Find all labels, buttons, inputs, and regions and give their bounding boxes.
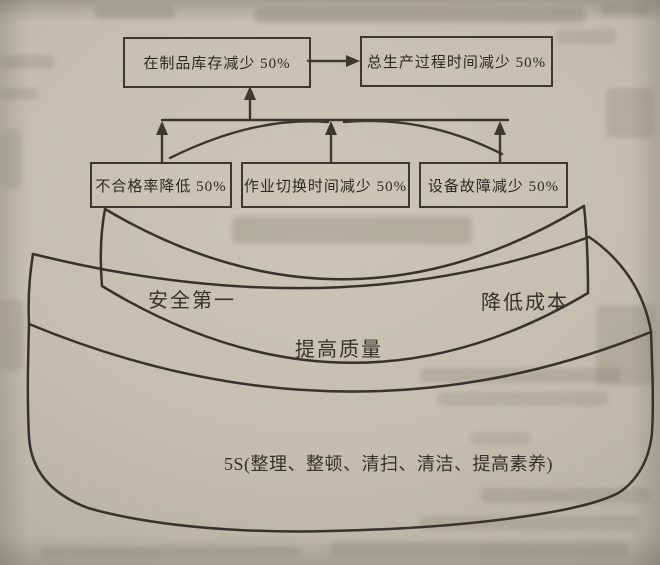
tier2-top-rim — [31, 235, 591, 290]
arrowhead-right-icon — [346, 55, 360, 67]
tier1-label-cost: 降低成本 — [481, 292, 569, 314]
tier2-label-quality: 提高质量 — [295, 339, 383, 361]
tier2-left-wall — [27, 252, 35, 326]
arrowhead-up-icon — [156, 121, 168, 135]
tier1-left-wall — [99, 207, 107, 288]
tier3-label-5s: 5S(整理、整顿、清扫、清洁、提高素养) — [224, 454, 553, 474]
box-total-lead-time-label: 总生产过程时间减少 50% — [366, 55, 547, 71]
cake-outline — [26, 204, 655, 533]
arrowhead-up-icon — [325, 121, 337, 135]
tier1-top-rim — [103, 204, 586, 281]
box-changeover-time: 作业切换时间减少 50% — [241, 162, 410, 208]
arrowhead-up-icon — [244, 86, 256, 100]
box-equipment-failure: 设备故障减少 50% — [419, 162, 568, 208]
box-defect-rate-label: 不合格率降低 50% — [95, 178, 227, 195]
box-equipment-failure-label: 设备故障减少 50% — [427, 178, 560, 195]
tier1-bottom-rim — [100, 284, 590, 364]
box-wip-inventory-label: 在制品库存减少 50% — [143, 56, 291, 72]
flow-arrows — [156, 55, 510, 164]
gather-arc-left — [168, 120, 330, 160]
tier1-right-wall — [582, 204, 590, 295]
tier3-outline — [26, 322, 655, 533]
tier2-bottom-rim — [27, 322, 653, 393]
box-defect-rate: 不合格率降低 50% — [90, 162, 232, 208]
box-changeover-time-label: 作业切换时间减少 50% — [243, 178, 408, 195]
gather-arc-right — [342, 119, 504, 156]
tier2-right-wall — [587, 235, 653, 334]
arrowhead-up-icon — [494, 121, 506, 135]
box-wip-inventory: 在制品库存减少 50% — [123, 37, 311, 88]
box-total-lead-time: 总生产过程时间减少 50% — [360, 36, 553, 87]
tier1-label-safety: 安全第一 — [148, 290, 236, 312]
